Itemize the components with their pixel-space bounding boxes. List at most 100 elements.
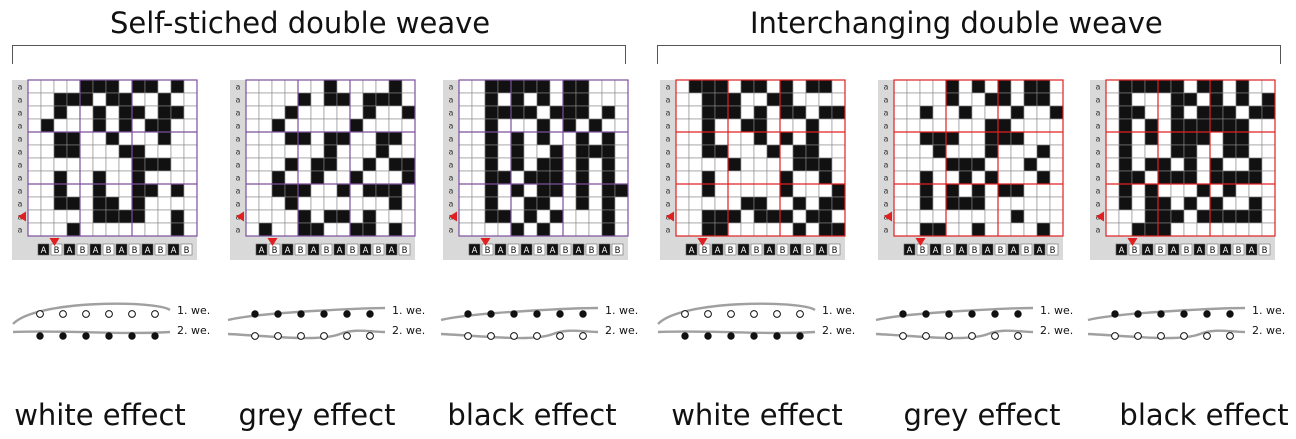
draft-cell (1235, 170, 1250, 185)
draft-cell (958, 79, 973, 94)
draft-cell (1036, 196, 1051, 211)
weft-dot (704, 310, 712, 318)
draft-cell (805, 170, 820, 185)
draft-bottom-letter: A (1249, 246, 1255, 256)
draft-row-letter: a (18, 161, 23, 170)
cross-section-2: 1. we.2. we. (227, 304, 425, 340)
draft-cell (258, 144, 273, 159)
draft-cell (310, 222, 325, 237)
draft-cell (688, 196, 703, 211)
draft-cell (549, 79, 564, 94)
draft-cell (1261, 105, 1276, 120)
draft-cell (131, 105, 146, 120)
draft-cell (1183, 170, 1198, 185)
draft-cell (958, 170, 973, 185)
draft-cell (105, 196, 120, 211)
draft-row-letter: a (449, 96, 454, 105)
draft-cell (588, 144, 603, 159)
draft-row-letter: a (449, 148, 454, 157)
draft-bottom-cell (968, 243, 981, 256)
draft-cell (614, 196, 629, 211)
draft-bottom-letter: A (602, 246, 608, 256)
draft-cell (1131, 144, 1146, 159)
draft-cell (1131, 222, 1146, 237)
draft-cell (471, 105, 486, 120)
draft-cell (118, 118, 133, 133)
draft-cell (375, 92, 390, 107)
draft-cell (601, 222, 616, 237)
draft-cell (523, 79, 538, 94)
draft-cell (984, 92, 999, 107)
weft-dot (82, 332, 90, 340)
draft-cell (310, 79, 325, 94)
draft-cell (779, 105, 794, 120)
draft-cell (362, 118, 377, 133)
draft-cell (688, 157, 703, 172)
draft-cell (1222, 222, 1237, 237)
draft-cell (1010, 79, 1025, 94)
draft-cell (170, 183, 185, 198)
draft-cell (614, 79, 629, 94)
draft-row-letter: a (1096, 187, 1101, 196)
draft-cell (170, 222, 185, 237)
draft-cell (779, 196, 794, 211)
draft-cell (932, 131, 947, 146)
draft-border (245, 79, 416, 237)
draft-cell (157, 183, 172, 198)
draft-cell (323, 79, 338, 94)
weft-dot (773, 332, 781, 340)
draft-cell (375, 183, 390, 198)
draft-cell (271, 79, 286, 94)
draft-cell (997, 157, 1012, 172)
weave-draft-3: aaaaaaaaaaaaABABABABABAB (443, 79, 629, 260)
draft-cell (779, 92, 794, 107)
draft-cell (1118, 170, 1133, 185)
draft-cell (79, 79, 94, 94)
weft-dot (1203, 332, 1211, 340)
draft-cell (1023, 170, 1038, 185)
draft-cell (27, 209, 42, 224)
draft-cell (958, 209, 973, 224)
draft-cell (1036, 209, 1051, 224)
draft-cell (484, 105, 499, 120)
draft-cell (688, 79, 703, 94)
draft-cell (131, 209, 146, 224)
draft-cell (40, 209, 55, 224)
draft-cell (971, 183, 986, 198)
draft-cell (523, 131, 538, 146)
weft-dot (251, 332, 259, 340)
draft-cell (1049, 144, 1064, 159)
draft-cell (701, 118, 716, 133)
weft-dot (579, 332, 587, 340)
draft-cell (766, 183, 781, 198)
draft-cell (1036, 144, 1051, 159)
draft-bottom-letter: B (1024, 246, 1030, 256)
weft-dot (773, 310, 781, 318)
draft-cell (157, 105, 172, 120)
draft-row-letter: a (666, 83, 671, 92)
draft-cell (79, 196, 94, 211)
draft-bottom-letter: A (41, 246, 47, 256)
draft-bottom-cell (50, 243, 63, 256)
draft-cell (401, 183, 416, 198)
draft-row-letter: a (236, 148, 241, 157)
draft-cell (601, 131, 616, 146)
draft-cell (297, 170, 312, 185)
draft-bottom-cell (333, 243, 346, 256)
weft-label: 2. we. (1252, 324, 1285, 337)
weft-dot (991, 332, 999, 340)
draft-cell (753, 196, 768, 211)
draft-cell (906, 157, 921, 172)
draft-bottom-cell (1033, 243, 1046, 256)
draft-cell (1144, 209, 1159, 224)
draft-cell (271, 183, 286, 198)
draft-cell (40, 157, 55, 172)
draft-row-letter: a (18, 200, 23, 209)
draft-bottom-letter: A (145, 246, 151, 256)
draft-cell (1144, 196, 1159, 211)
draft-cell (497, 144, 512, 159)
draft-cell (675, 170, 690, 185)
draft-cell (336, 79, 351, 94)
warp-yarn-path (1087, 329, 1246, 340)
draft-cell (997, 222, 1012, 237)
